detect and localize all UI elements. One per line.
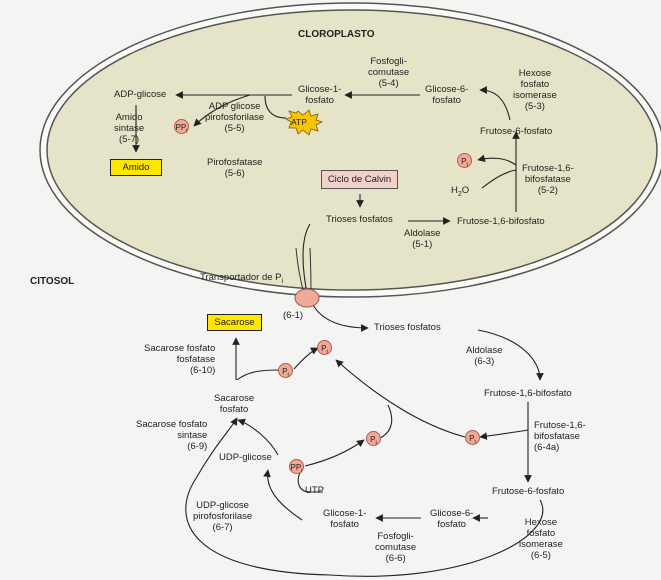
ch-fbpase: Frutose-1,6- bifosfatase (5-2) — [522, 163, 574, 196]
cy-fbpase: Frutose-1,6- bifosfatase (6-4a) — [534, 420, 586, 453]
ch-pyrophosphatase: Pirofosfatase (5-6) — [207, 157, 263, 179]
starch-box: Amido — [110, 159, 162, 176]
cy-udp-glucose: UDP-glicose — [219, 452, 272, 463]
cy-ugpase: UDP-glicose pirofosforilase (6-7) — [193, 500, 253, 533]
ch-adp-glucose-pyrophosphorylase: ADP glicose pirofosforilase (5-5) — [205, 101, 265, 134]
cy-fructose-6-phosphate: Frutose-6-fosfato — [492, 486, 565, 497]
cy-pyrophosphate: PPi — [289, 459, 304, 475]
ch-starch-synthase: Amido sintase (5-7) — [114, 112, 145, 145]
cy-glucose-1-phosphate: Glicose-1- fosfato — [323, 508, 367, 530]
cy-phosphate-3: Pi — [366, 431, 381, 447]
cy-phosphoglucomutase: Fosfogli- comutase (6-6) — [375, 531, 417, 564]
ch-triose-phosphates: Trioses fosfatos — [326, 214, 393, 225]
ch-phosphoglucomutase: Fosfogli- comutase (5-4) — [368, 56, 410, 89]
cy-triose-phosphates: Trioses fosfatos — [374, 322, 441, 333]
cy-hexose-isomerase: Hexose fosfato isomerase (6-5) — [519, 517, 563, 561]
calvin-cycle-box: Ciclo de Calvin — [321, 170, 398, 189]
ch-adp-glucose: ADP-glicose — [114, 89, 167, 100]
cy-fructose-16-bisphosphate: Frutose-1,6-bifosfato — [484, 388, 572, 399]
ch-fructose-16-bisphosphate: Frutose-1,6-bifosfato — [457, 216, 545, 227]
transporter-label: Transportador de Pi — [200, 272, 284, 285]
atp-label: ATP — [291, 117, 307, 127]
cy-phosphate-1: Pi — [278, 363, 293, 379]
cy-utp: UTP — [305, 485, 324, 496]
ch-glucose-1-phosphate: Glicose-1- fosfato — [298, 84, 342, 106]
chloroplast-inner-membrane — [46, 9, 658, 291]
transporter-icon — [294, 288, 320, 308]
cy-phosphate-2: Pi — [317, 340, 332, 356]
ch-pyrophosphate: PPi — [174, 119, 189, 135]
cy-aldolase: Aldolase (6-3) — [466, 345, 503, 367]
cy-glucose-6-phosphate: Glicose-6- fosfato — [430, 508, 474, 530]
ch-glucose-6-phosphate: Glicose-6- fosfato — [425, 84, 469, 106]
ch-phosphate: Pi — [457, 153, 472, 169]
sucrose-phosphatase: Sacarose fosfato fosfatase (6-10) — [144, 343, 216, 376]
ch-water: H2O — [451, 185, 470, 198]
sucrose-phosphate-synthase: Sacarose fosfato sintase (6-9) — [136, 419, 208, 452]
ch-fructose-6-phosphate: Frutose-6-fosfato — [480, 126, 553, 137]
atp-starburst — [285, 109, 324, 136]
chloroplast-title: CLOROPLASTO — [298, 29, 375, 40]
sucrose-phosphate: Sacarose fosfato — [214, 393, 255, 415]
cytosol-title: CITOSOL — [30, 276, 75, 287]
ch-hexose-isomerase: Hexose fosfato isomerase (5-3) — [513, 68, 557, 112]
cy-phosphate-4: Pi — [465, 430, 480, 446]
ch-aldolase: Aldolase (5-1) — [404, 228, 441, 250]
transporter-number: (6-1) — [283, 310, 304, 321]
sucrose-box: Sacarose — [207, 314, 262, 331]
